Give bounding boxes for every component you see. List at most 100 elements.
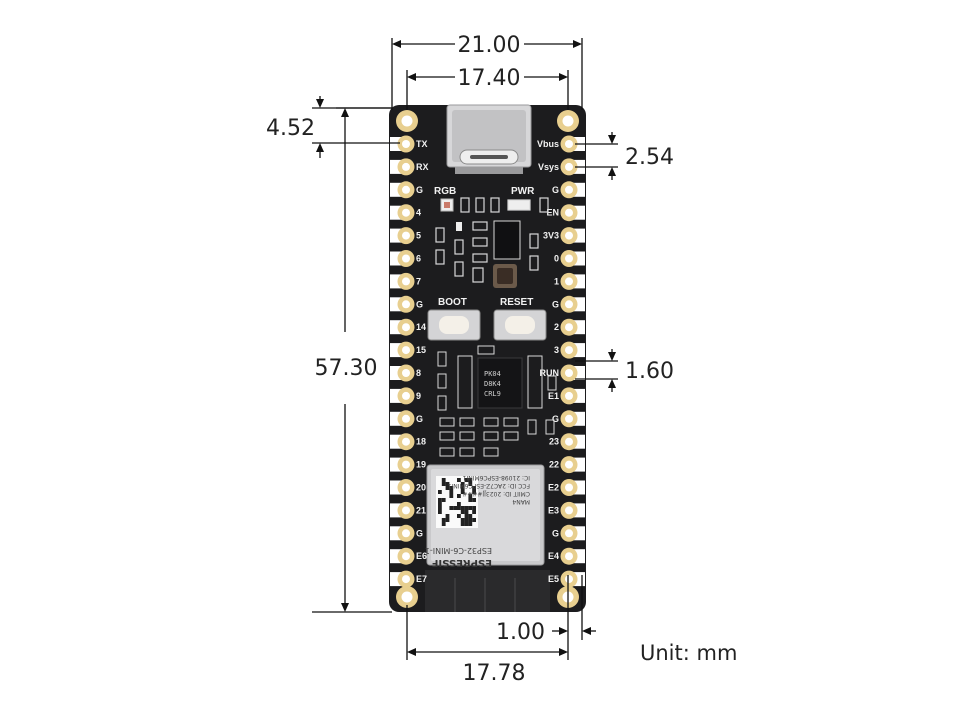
pwr-label: PWR: [511, 186, 535, 197]
dim-total-width: 21.00: [391, 33, 583, 110]
smd-components: [435, 197, 549, 283]
right-pin-label: 1: [554, 276, 559, 286]
left-pin-label: 14: [416, 322, 426, 332]
boot-button: [427, 309, 481, 341]
left-pin-label: 6: [416, 254, 421, 264]
right-pin-label: RUN: [540, 368, 560, 378]
dim-bottom-span: 17.78: [406, 605, 568, 686]
left-pin-label: 19: [416, 460, 426, 470]
left-pin-label: 18: [416, 437, 426, 447]
left-pin-label: G: [416, 185, 423, 195]
dim-total-width-label: 21.00: [458, 33, 521, 58]
right-pin-e1: E1: [548, 387, 585, 405]
chip-marking-3: CRL9: [484, 390, 501, 398]
dim-pin-pitch: 2.54: [575, 132, 674, 180]
boot-label: BOOT: [438, 297, 467, 308]
module-brand: ESPRESSIF: [432, 557, 492, 568]
rgb-label: RGB: [434, 186, 456, 197]
left-pin-label: 4: [416, 208, 421, 218]
right-pin-label: 23: [549, 437, 559, 447]
right-pin-label: G: [552, 414, 559, 424]
right-pin-g: G: [552, 295, 585, 313]
left-pin-label: 21: [416, 505, 426, 515]
dim-pin-span: 17.40: [406, 66, 569, 110]
right-pin-e4: E4: [548, 547, 585, 565]
left-pin-18: 18: [390, 433, 426, 451]
left-pin-20: 20: [390, 479, 426, 496]
module-line-2: CMIIT ID: 2023JJ####: [462, 490, 530, 497]
dim-pin-pitch-label: 2.54: [625, 145, 674, 170]
right-pin-22: 22: [549, 456, 585, 474]
right-pin-e3: E3: [548, 501, 585, 519]
dim-bottom-span-label: 17.78: [463, 661, 526, 686]
left-pin-21: 21: [390, 501, 426, 519]
module-model: ESP32-C6-MINI-1: [425, 546, 492, 555]
right-pin-label: E2: [548, 483, 559, 493]
esp32-module: ESPRESSIF ESP32-C6-MINI-1 MAN4 CMIIT ID:…: [425, 464, 545, 568]
left-pin-rx: RX: [390, 158, 429, 176]
right-pin-g: G: [552, 410, 585, 428]
dim-pin-span-label: 17.40: [458, 66, 521, 91]
dim-edge-offset: 1.00: [496, 575, 596, 660]
left-pin-9: 9: [390, 387, 421, 405]
right-pin-label: Vsys: [538, 162, 559, 172]
unit-label: Unit: mm: [640, 641, 737, 665]
left-pin-label: G: [416, 528, 423, 538]
chip-marking-2: D8K4: [484, 380, 501, 388]
right-pin-label: G: [552, 185, 559, 195]
right-pin-label: G: [552, 299, 559, 309]
inductor: [493, 264, 517, 288]
dim-top-offset: 4.52: [266, 96, 400, 158]
reset-button: [493, 309, 547, 341]
right-pin-label: 2: [554, 322, 559, 332]
dim-board-length-label: 57.30: [315, 356, 378, 381]
diode: [456, 222, 462, 231]
module-line-1: MAN4: [512, 498, 530, 505]
left-pin-14: 14: [390, 318, 426, 336]
left-pin-label: E7: [416, 574, 427, 584]
left-pin-4: 4: [390, 204, 421, 222]
qr-code: [436, 476, 478, 528]
right-pin-run: RUN: [540, 364, 585, 382]
right-pin-label: E4: [548, 551, 559, 561]
left-pin-e7: E7: [390, 570, 427, 588]
left-pin-label: 20: [416, 483, 426, 493]
left-pin-label: 5: [416, 231, 421, 241]
reset-label: RESET: [500, 297, 533, 308]
right-pin-label: E5: [548, 574, 559, 584]
chip-marking-1: PK04: [484, 370, 501, 378]
right-pin-label: Vbus: [537, 139, 559, 149]
usb-c-connector: [446, 104, 532, 174]
right-pin-label: 3: [554, 345, 559, 355]
left-pin-g: G: [390, 181, 423, 199]
left-pin-g: G: [390, 295, 423, 313]
left-pin-e6: E6: [390, 547, 427, 565]
right-pin-g: G: [552, 181, 585, 199]
left-pin-label: 15: [416, 345, 426, 355]
left-pin-label: 7: [416, 276, 421, 286]
left-pin-8: 8: [390, 364, 421, 382]
rgb-led: [440, 198, 454, 212]
right-pin-2: 2: [554, 318, 585, 336]
right-pin-label: 22: [549, 460, 559, 470]
right-pin-label: G: [552, 528, 559, 538]
left-pin-19: 19: [390, 456, 426, 474]
dim-hole-diameter: 1.60: [575, 349, 674, 392]
dim-top-offset-label: 4.52: [266, 116, 315, 141]
mounting-holes: [396, 110, 579, 608]
right-pin-label: 3V3: [543, 231, 559, 241]
right-pin-label: E3: [548, 505, 559, 515]
left-pin-label: TX: [416, 139, 428, 149]
left-pin-label: 9: [416, 391, 421, 401]
module-line-4: IC: 21098-ESPC6MINI1: [462, 474, 530, 481]
left-pin-15: 15: [390, 341, 426, 359]
left-pin-label: E6: [416, 551, 427, 561]
left-pin-label: RX: [416, 162, 429, 172]
left-pin-label: 8: [416, 368, 421, 378]
right-pin-0: 0: [554, 250, 585, 267]
left-pin-6: 6: [390, 250, 421, 267]
right-pin-vbus: Vbus: [537, 135, 585, 153]
